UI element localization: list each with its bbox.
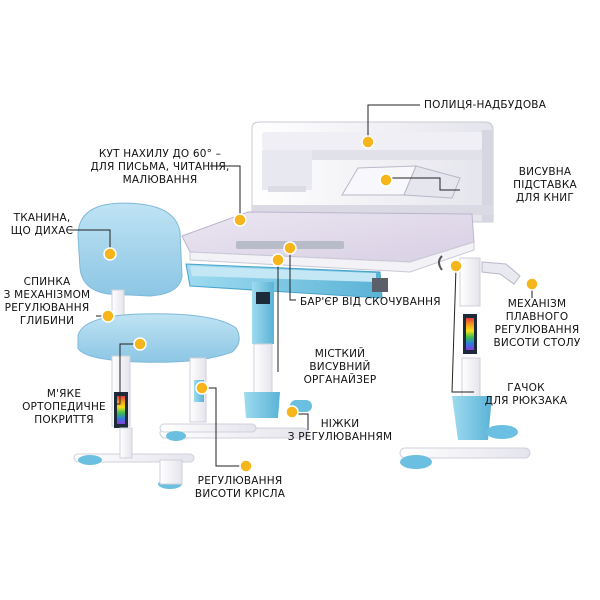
organizer-drawer <box>185 263 388 299</box>
marker-mechanism <box>525 277 539 291</box>
callout-fabric: ТКАНИНА, ЩО ДИХАЄ <box>10 212 74 237</box>
desk-top <box>181 211 475 273</box>
callout-tilt: КУТ НАХИЛУ ДО 60° – ДЛЯ ПИСЬМА, ЧИТАННЯ,… <box>90 148 230 186</box>
marker-book-stand <box>379 173 393 187</box>
marker-chair-base <box>239 459 253 473</box>
callout-book-stand: ВИСУВНА ПІДСТАВКА ДЛЯ КНИГ <box>513 166 577 204</box>
callout-backrest: СПИНКА З МЕХАНІЗМОМ РЕГУЛЮВАННЯ ГЛИБИНИ <box>3 276 91 327</box>
callout-hook: ГАЧОК ДЛЯ РЮКЗАКА <box>484 382 568 407</box>
height-crank <box>481 261 521 285</box>
callout-legs: НІЖКИ З РЕГУЛЮВАННЯМ <box>287 418 393 443</box>
desk-leg-right <box>399 257 531 469</box>
marker-chair-height <box>195 381 209 395</box>
feature-markers <box>101 135 539 473</box>
marker-tilt <box>233 213 247 227</box>
chair-backrest <box>77 202 183 297</box>
backpack-hook <box>438 255 443 271</box>
callout-barrier: БАР'ЄР ВІД СКОЧУВАННЯ <box>300 296 441 308</box>
marker-seat <box>133 337 147 351</box>
marker-barrier <box>283 241 297 255</box>
marker-shelf <box>361 135 375 149</box>
chair <box>73 202 257 489</box>
callout-mechanism: МЕХАНІЗМ ПЛАВНОГО РЕГУЛЮВАННЯ ВИСОТИ СТО… <box>493 298 581 349</box>
marker-backrest <box>101 309 115 323</box>
marker-fabric <box>103 247 117 261</box>
marker-legs <box>285 405 299 419</box>
marker-organizer <box>271 253 285 267</box>
marker-hook <box>449 259 463 273</box>
callout-organizer: МІСТКИЙ ВИСУВНИЙ ОРГАНАЙЗЕР <box>303 348 377 386</box>
callout-seat: М'ЯКЕ ОРТОПЕДИЧНЕ ПОКРИТТЯ <box>22 388 106 426</box>
leader-lines <box>70 104 533 467</box>
callout-chair-height: РЕГУЛЮВАННЯ ВИСОТИ КРІСЛА <box>194 475 286 500</box>
chair-seat <box>77 313 240 363</box>
callout-shelf: ПОЛИЦЯ-НАДБУДОВА <box>424 99 547 111</box>
